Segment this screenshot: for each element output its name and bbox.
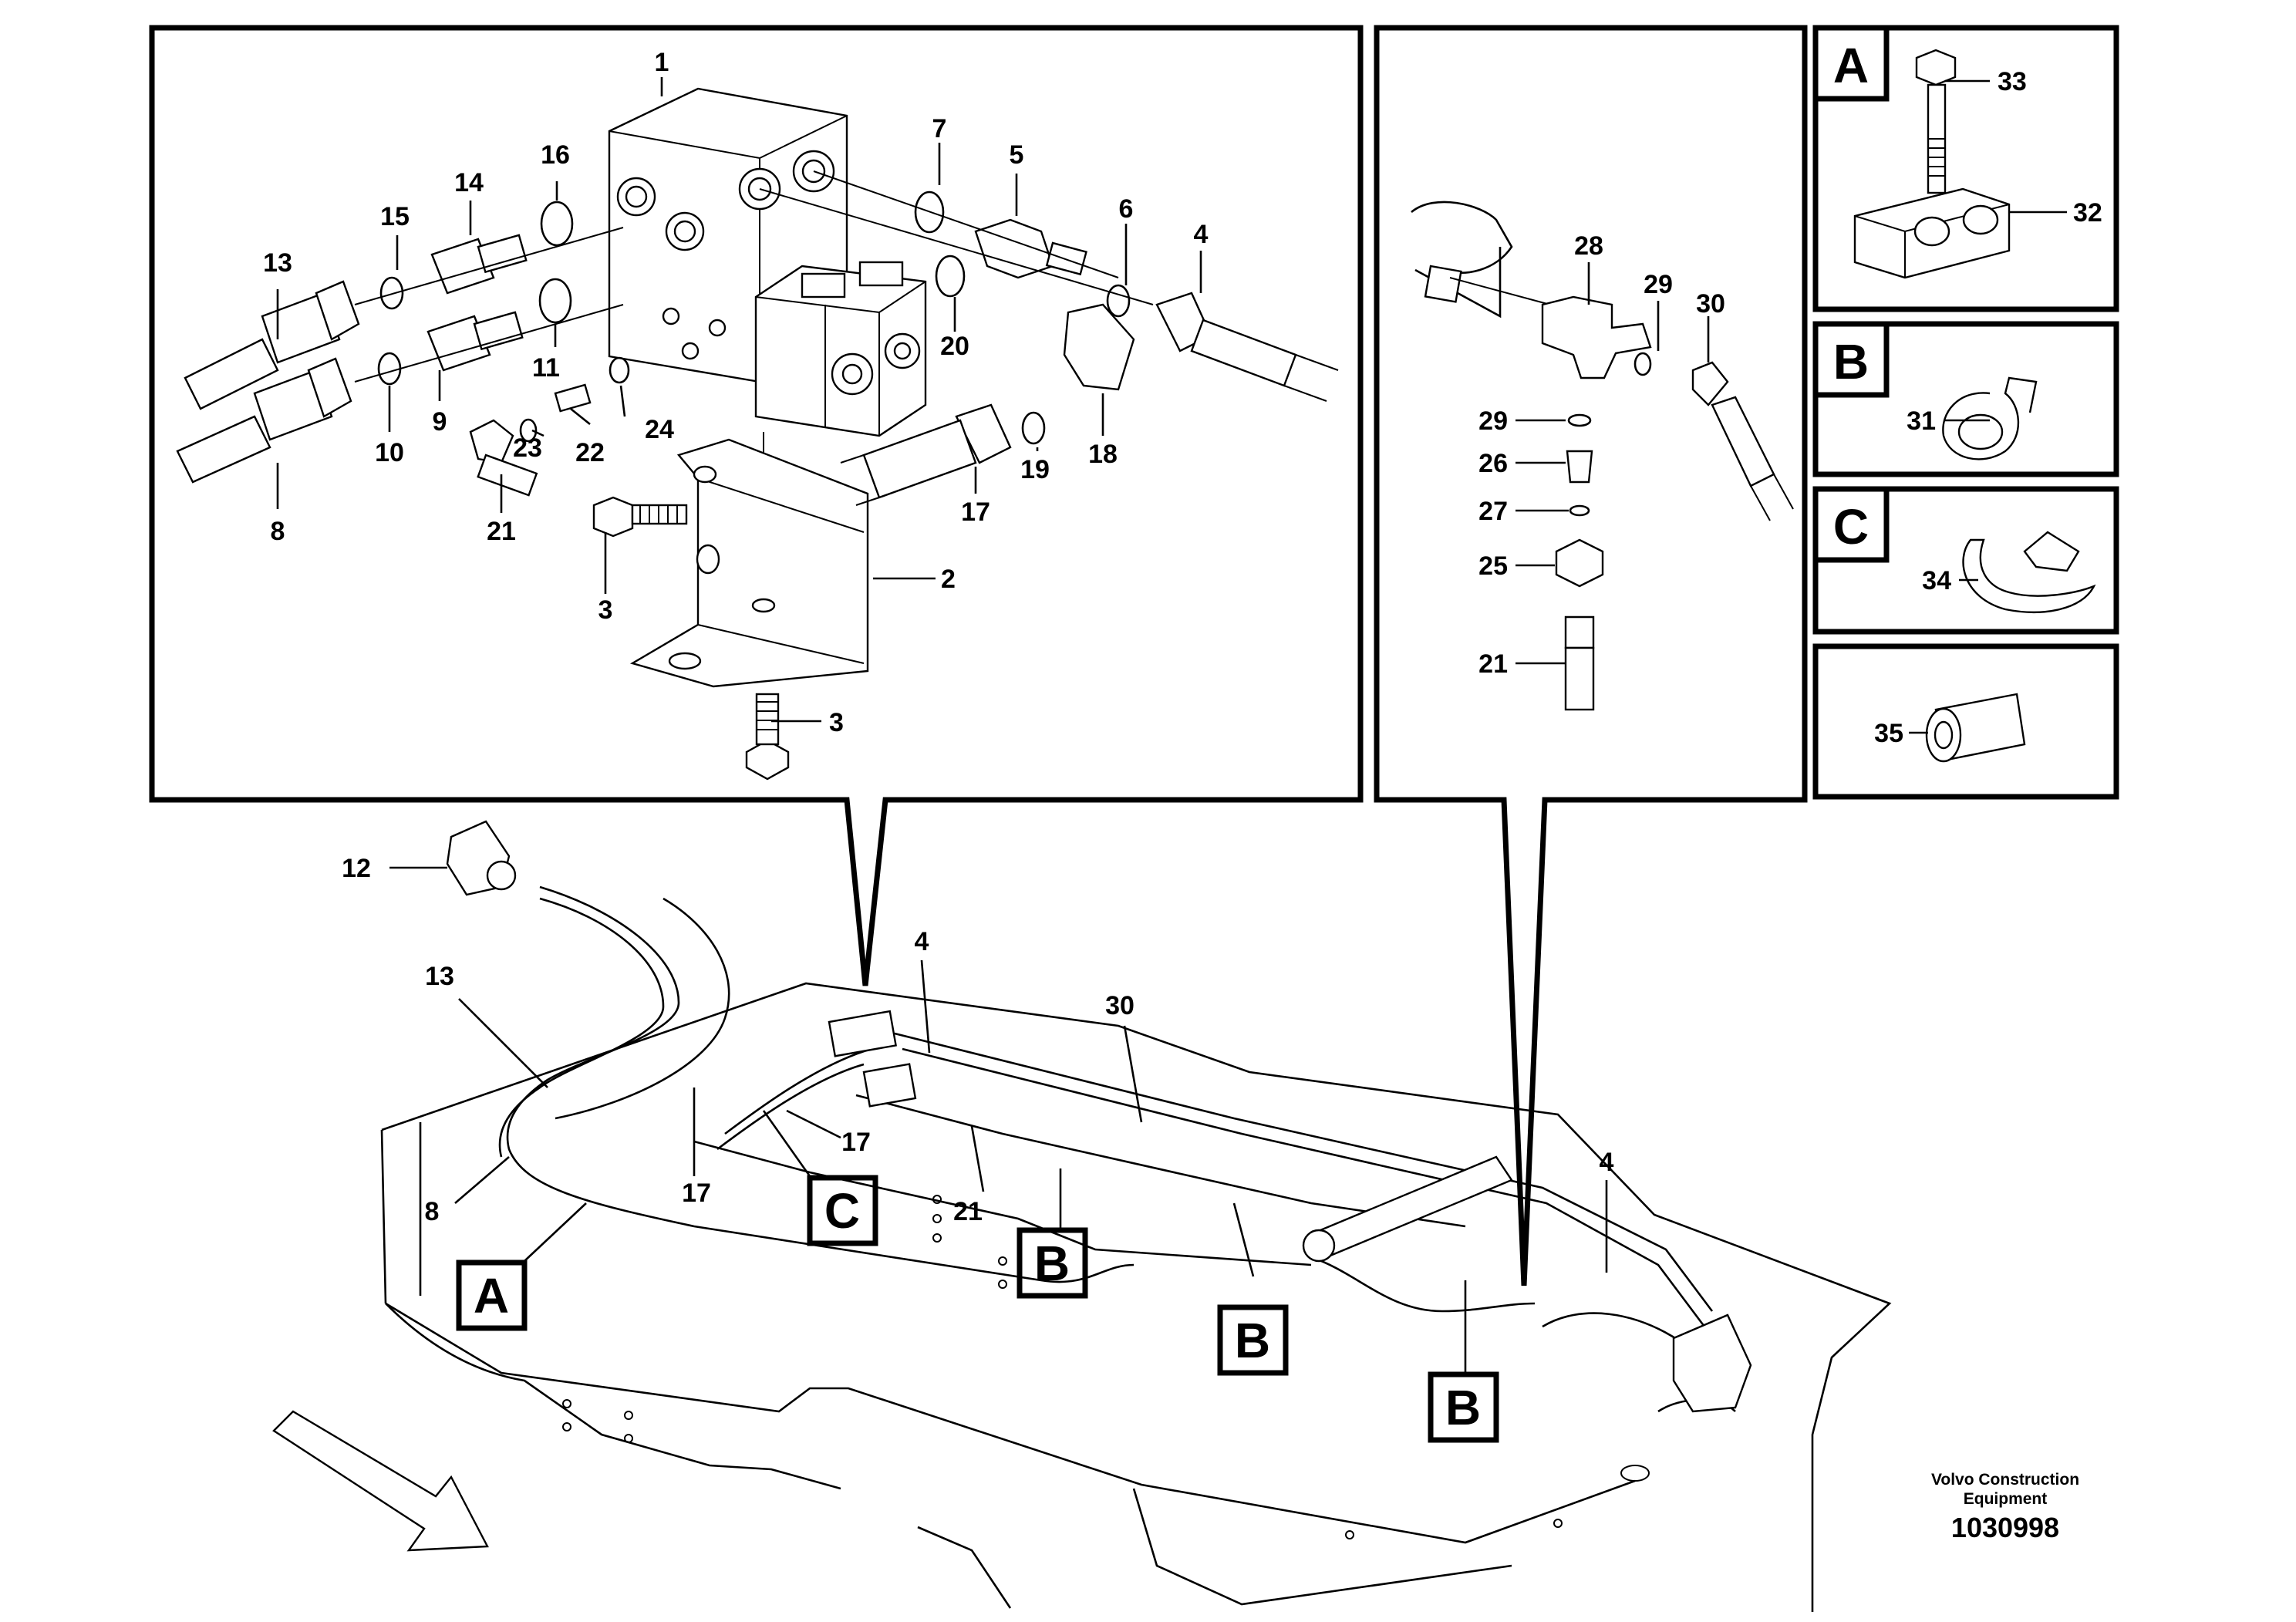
part-label: 8: [271, 517, 285, 546]
part-label: 12: [342, 854, 371, 883]
callout-box-a: A: [456, 1259, 528, 1331]
detail-letter: B: [1833, 334, 1869, 389]
detail-letter: C: [1833, 499, 1869, 555]
overview-labels: 12 13 4 30 4 8 17 17 21: [342, 854, 1613, 1226]
detail-c-header: C 34: [1812, 486, 1951, 595]
footer-credit: Volvo Construction Equipment 1030998: [1931, 1471, 2079, 1543]
part-label: 35: [1874, 719, 1903, 748]
part-label: 27: [1478, 497, 1508, 526]
part-label: 4: [1600, 1148, 1614, 1177]
part-label: 29: [1644, 270, 1673, 299]
part-label: 13: [425, 962, 454, 991]
callout-box-b2: B: [1217, 1304, 1289, 1376]
part-label: 26: [1478, 449, 1508, 478]
part-label: 15: [380, 202, 410, 231]
part-label: 3: [829, 708, 844, 737]
callout-box-b1: B: [1017, 1227, 1088, 1299]
part-label: 34: [1922, 566, 1951, 595]
part-label: 32: [2073, 198, 2102, 228]
cable-tie-drawing: [1962, 531, 2096, 613]
detail-d-header: 35: [1874, 719, 1903, 748]
part-label: 4: [915, 927, 929, 956]
part-label: 4: [1194, 220, 1209, 249]
part-label: 17: [682, 1179, 711, 1208]
part-label: 9: [433, 407, 447, 437]
machine-frame-overview: [272, 820, 1892, 1612]
part-label: 7: [932, 114, 947, 143]
detail-letter: A: [1833, 38, 1869, 93]
detail-frame-a: [1812, 25, 2119, 312]
part-label: 18: [1088, 440, 1118, 469]
valve-assembly-drawing: [176, 87, 1339, 781]
part-label: 24: [645, 415, 674, 444]
tee-fitting-drawing: [1411, 201, 1794, 711]
svg-text:B: B: [1235, 1313, 1270, 1368]
part-label: 23: [513, 433, 542, 463]
part-label: 21: [953, 1197, 983, 1226]
detail-frame-main: [149, 25, 1364, 986]
svg-text:B: B: [1445, 1380, 1481, 1435]
part-label: 25: [1478, 551, 1508, 581]
part-label: 21: [487, 517, 516, 546]
part-label: 3: [598, 595, 613, 625]
part-label: 21: [1478, 649, 1508, 679]
part-label: 13: [263, 248, 292, 278]
leader-lines: [276, 77, 2067, 1373]
detail-a-header: A 33 32: [1812, 25, 2102, 228]
svg-text:B: B: [1034, 1236, 1070, 1291]
part-label: 17: [841, 1128, 871, 1157]
detail-tee-labels: 28 29 30 29 26 27 25 21: [1478, 231, 1725, 679]
clamp-block-drawing: [1853, 49, 2011, 279]
detail-main-labels: 1 2 3 3 4 5 6 7 8 9 10 11 13 14 15 16 17…: [263, 48, 1208, 737]
part-label: 22: [575, 438, 605, 467]
sleeve-drawing: [1925, 693, 2026, 763]
part-label: 17: [961, 497, 990, 527]
company-name-line2: Equipment: [1964, 1490, 2048, 1508]
part-label: 14: [454, 168, 484, 197]
part-label: 1: [655, 48, 669, 77]
part-label: 6: [1119, 194, 1134, 224]
part-label: 16: [541, 140, 570, 170]
part-label: 29: [1478, 406, 1508, 436]
part-label: 10: [375, 438, 404, 467]
part-label: 20: [940, 332, 969, 361]
detail-frame-d: [1812, 643, 2119, 800]
part-label: 11: [532, 353, 560, 383]
figure-number: 1030998: [1951, 1512, 2059, 1543]
part-label: 5: [1010, 140, 1024, 170]
part-label: 30: [1696, 289, 1725, 319]
part-label: 33: [1998, 67, 2027, 96]
detail-frame-b: [1812, 321, 2119, 477]
svg-text:C: C: [824, 1183, 860, 1239]
p-clamp-drawing: [1942, 376, 2038, 460]
part-label: 2: [941, 565, 956, 594]
detail-frame-tee: [1374, 25, 1808, 1286]
company-name: Volvo Construction: [1931, 1471, 2079, 1489]
part-label: 30: [1105, 991, 1135, 1020]
part-label: 28: [1574, 231, 1603, 261]
callout-box-c: C: [807, 1175, 878, 1246]
part-label: 8: [425, 1197, 440, 1226]
callout-box-b3: B: [1428, 1371, 1499, 1443]
detail-b-header: B 31: [1812, 321, 1936, 436]
svg-text:A: A: [474, 1268, 509, 1324]
part-label: 31: [1907, 406, 1936, 436]
part-label: 19: [1020, 455, 1050, 484]
